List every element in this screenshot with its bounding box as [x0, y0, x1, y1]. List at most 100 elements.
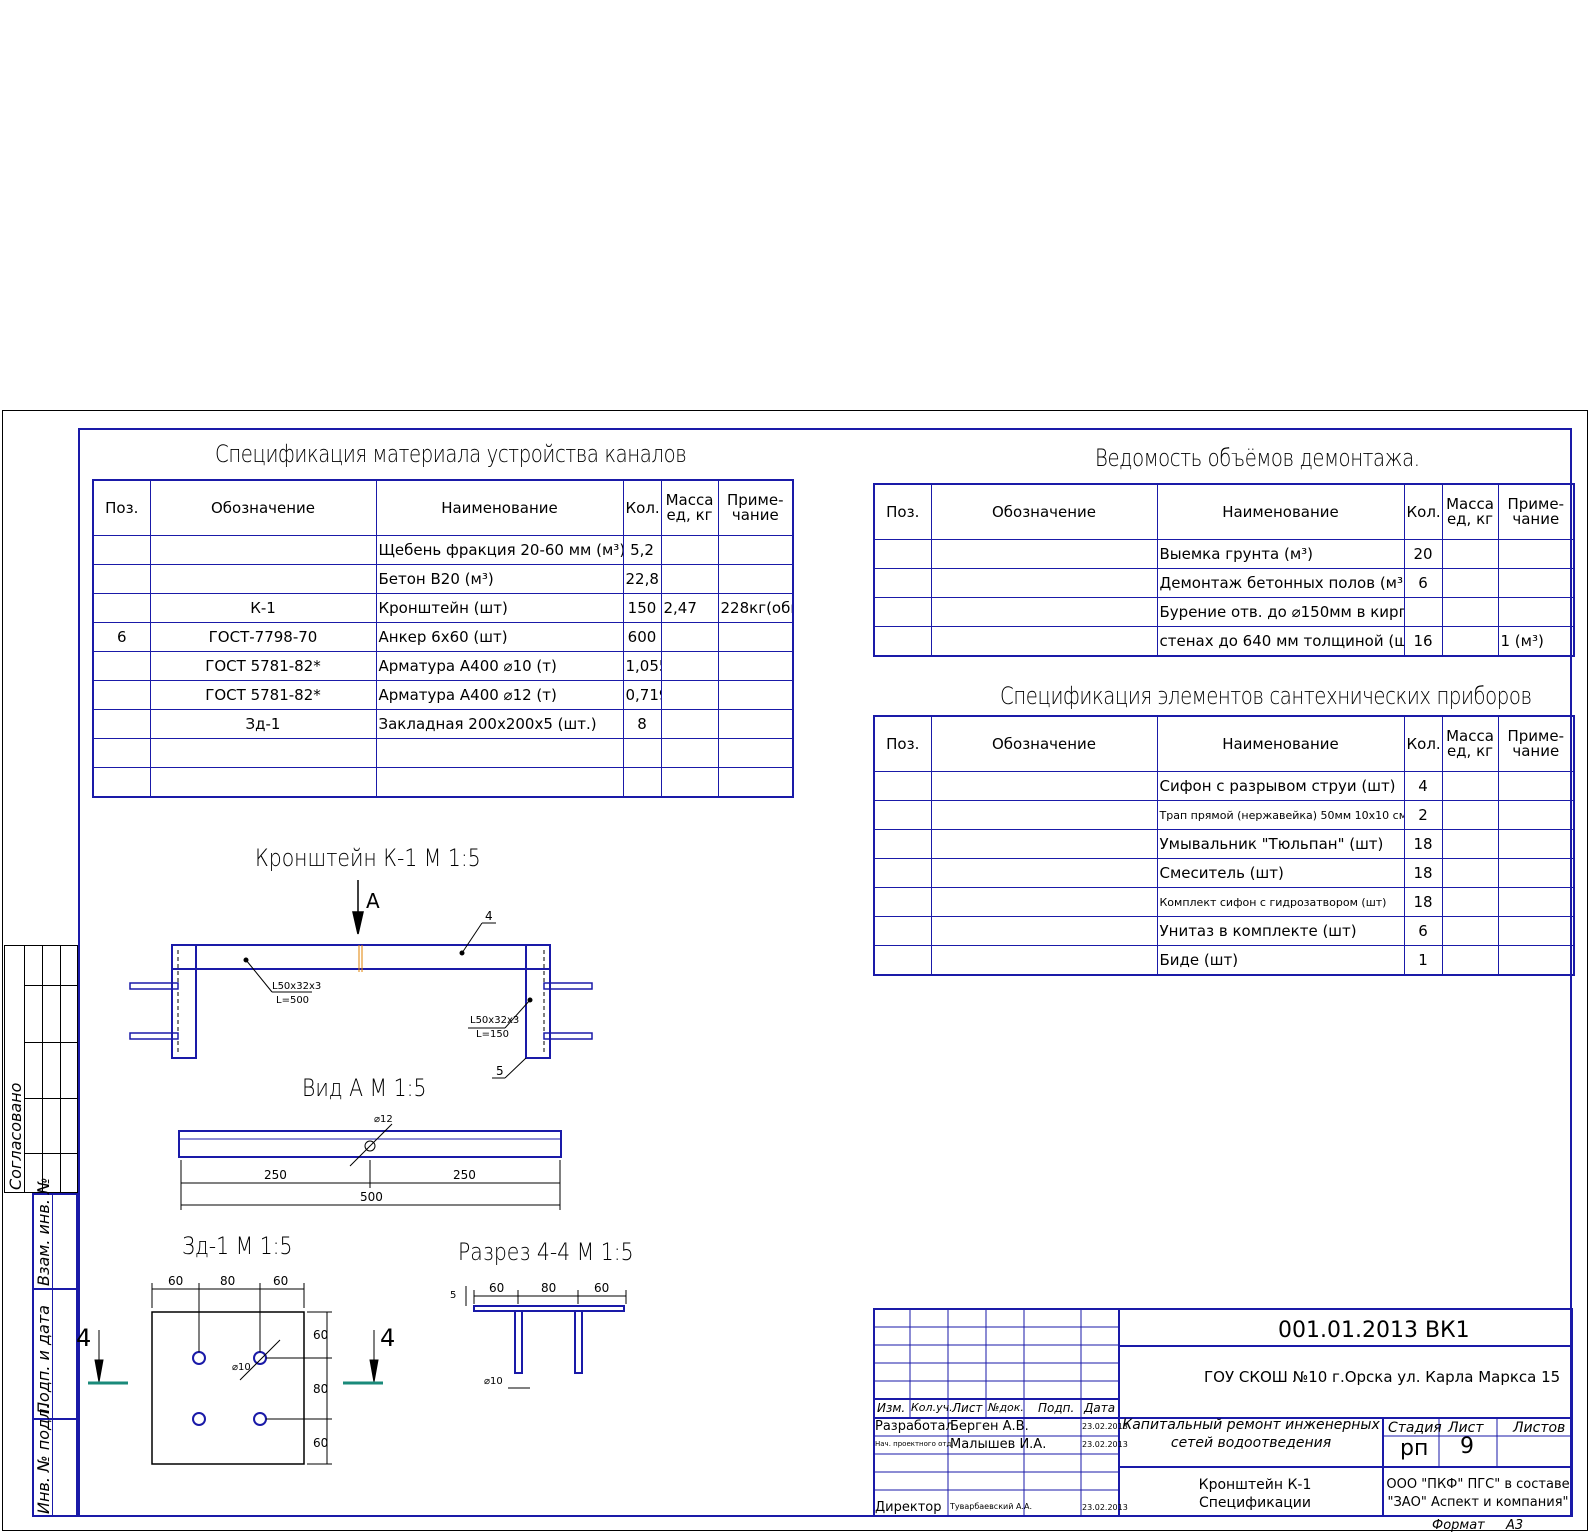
table-cell — [873, 597, 932, 627]
table-cell — [1497, 916, 1575, 946]
table-cell: Комплект сифон с гидрозатвором (шт) — [1156, 887, 1405, 917]
table-cell: ГОСТ-7798-70 — [149, 622, 377, 652]
stamp-col-podp: Подп. — [1038, 1401, 1075, 1415]
table-cell — [1497, 945, 1575, 976]
table-cell — [717, 535, 794, 565]
table-cell — [92, 738, 151, 768]
table-cell — [622, 738, 662, 768]
section-title: Разрез 4-4 М 1:5 — [458, 1238, 634, 1266]
table-cell — [717, 680, 794, 710]
table-cell: ГОСТ 5781-82* — [149, 651, 377, 681]
table-cell — [1441, 800, 1499, 830]
cut-right-label: 4 — [380, 1324, 396, 1352]
table-cell: 1 (м³) — [1497, 626, 1575, 657]
dim-500: 500 — [360, 1190, 383, 1204]
table-cell — [92, 709, 151, 739]
table-cell — [873, 887, 932, 917]
stamp-col-izm: Изм. — [877, 1401, 906, 1415]
table-cell: Сифон с разрывом струи (шт) — [1156, 771, 1405, 801]
table-cell: Унитаз в комплекте (шт) — [1156, 916, 1405, 946]
table-cell — [92, 767, 151, 798]
table-cell — [1441, 945, 1499, 976]
table-cell — [1441, 916, 1499, 946]
table-cell — [717, 709, 794, 739]
table-cell — [717, 651, 794, 681]
sheet-value: 9 — [1460, 1434, 1474, 1459]
table-cell: К-1 — [149, 593, 377, 623]
left-inventory-strip — [32, 1193, 78, 1517]
sec-dia10: ⌀10 — [484, 1376, 503, 1387]
view-a-title: Вид А М 1:5 — [302, 1074, 427, 1102]
developed-date: 23.02.2013 — [1082, 1422, 1128, 1431]
table-cell: Демонтаж бетонных полов (м³) — [1156, 568, 1405, 598]
stage-value: рп — [1400, 1436, 1429, 1461]
stamp-col-ndoc: №док. — [988, 1401, 1024, 1414]
stamp-company: ООО "ПКФ" ПГС" в составе "ЗАО" Аспект и … — [1386, 1477, 1570, 1510]
table-cell: Кронштейн (шт) — [375, 593, 624, 623]
title-block — [873, 1308, 1573, 1517]
arrow-a-label: А — [366, 889, 380, 913]
column-header: Масса ед, кг — [660, 479, 719, 536]
table-cell — [1403, 597, 1443, 627]
table-cell: Бурение отв. до ⌀150мм в кирпичных — [1156, 597, 1405, 627]
table-row: ГОСТ 5781-82*Арматура А400 ⌀10 (т)1,055 — [92, 651, 794, 681]
table-cell — [660, 767, 719, 798]
format-label: Формат — [1432, 1518, 1485, 1533]
sec-60b: 60 — [594, 1281, 610, 1295]
table-cell — [375, 767, 624, 798]
table-row: Бурение отв. до ⌀150мм в кирпичных — [873, 597, 1575, 627]
table-cell: Биде (шт) — [1156, 945, 1405, 976]
left-approval-strip — [4, 945, 78, 1193]
table-row: Смеситель (шт)18 — [873, 858, 1575, 888]
head-role: Нач. проектного отд. — [875, 1440, 954, 1448]
dim-v60b: 60 — [313, 1436, 329, 1450]
table-cell: 22,8 — [622, 564, 662, 594]
sheet-outer-frame — [2, 410, 1588, 1531]
dia10-label: ⌀10 — [232, 1362, 251, 1373]
table-row: Унитаз в комплекте (шт)6 — [873, 916, 1575, 946]
table-cell: 600 — [622, 622, 662, 652]
table-cell — [1441, 626, 1499, 657]
table-cell — [930, 945, 1158, 976]
column-header: Масса ед, кг — [1441, 715, 1499, 772]
angle2-length: L=150 — [476, 1029, 510, 1040]
dia12-label: ⌀12 — [374, 1114, 393, 1125]
angle1-length: L=500 — [276, 995, 310, 1006]
table-cell: 18 — [1403, 887, 1443, 917]
table-cell — [873, 626, 932, 657]
head-date: 23.02.2013 — [1082, 1440, 1128, 1449]
table-cell — [930, 916, 1158, 946]
director-date: 23.02.2013 — [1082, 1503, 1128, 1512]
developed-name: Берген А.В. — [950, 1419, 1029, 1434]
table-cell — [930, 597, 1158, 627]
demolition-title: Ведомость объёмов демонтажа. — [1095, 444, 1420, 472]
table-cell — [1441, 858, 1499, 888]
table-row: Щебень фракция 20-60 мм (м³)5,2 — [92, 535, 794, 565]
table-cell — [660, 564, 719, 594]
table-cell: ГОСТ 5781-82* — [149, 680, 377, 710]
title-block-grid — [873, 1308, 1573, 1517]
table-cell — [660, 738, 719, 768]
table-cell: 150 — [622, 593, 662, 623]
table-cell — [375, 738, 624, 768]
callout-4: 4 — [485, 909, 493, 923]
table-cell — [1497, 568, 1575, 598]
table-cell: Щебень фракция 20-60 мм (м³) — [375, 535, 624, 565]
table-row: Трап прямой (нержавейка) 50мм 10х10 см (… — [873, 800, 1575, 830]
table-cell — [717, 738, 794, 768]
table-cell: Закладная 200х200х5 (шт.) — [375, 709, 624, 739]
table-cell — [660, 651, 719, 681]
angle2-label: L50х32х3 — [470, 1015, 520, 1026]
stamp-col-kol: Кол.уч. — [911, 1401, 953, 1414]
table-row: Выемка грунта (м³)20 — [873, 539, 1575, 569]
dim-60a: 60 — [168, 1274, 184, 1288]
table-cell: Бетон В20 (м³) — [375, 564, 624, 594]
table-cell: 6 — [1403, 568, 1443, 598]
developed-role: Разработал — [875, 1419, 954, 1434]
